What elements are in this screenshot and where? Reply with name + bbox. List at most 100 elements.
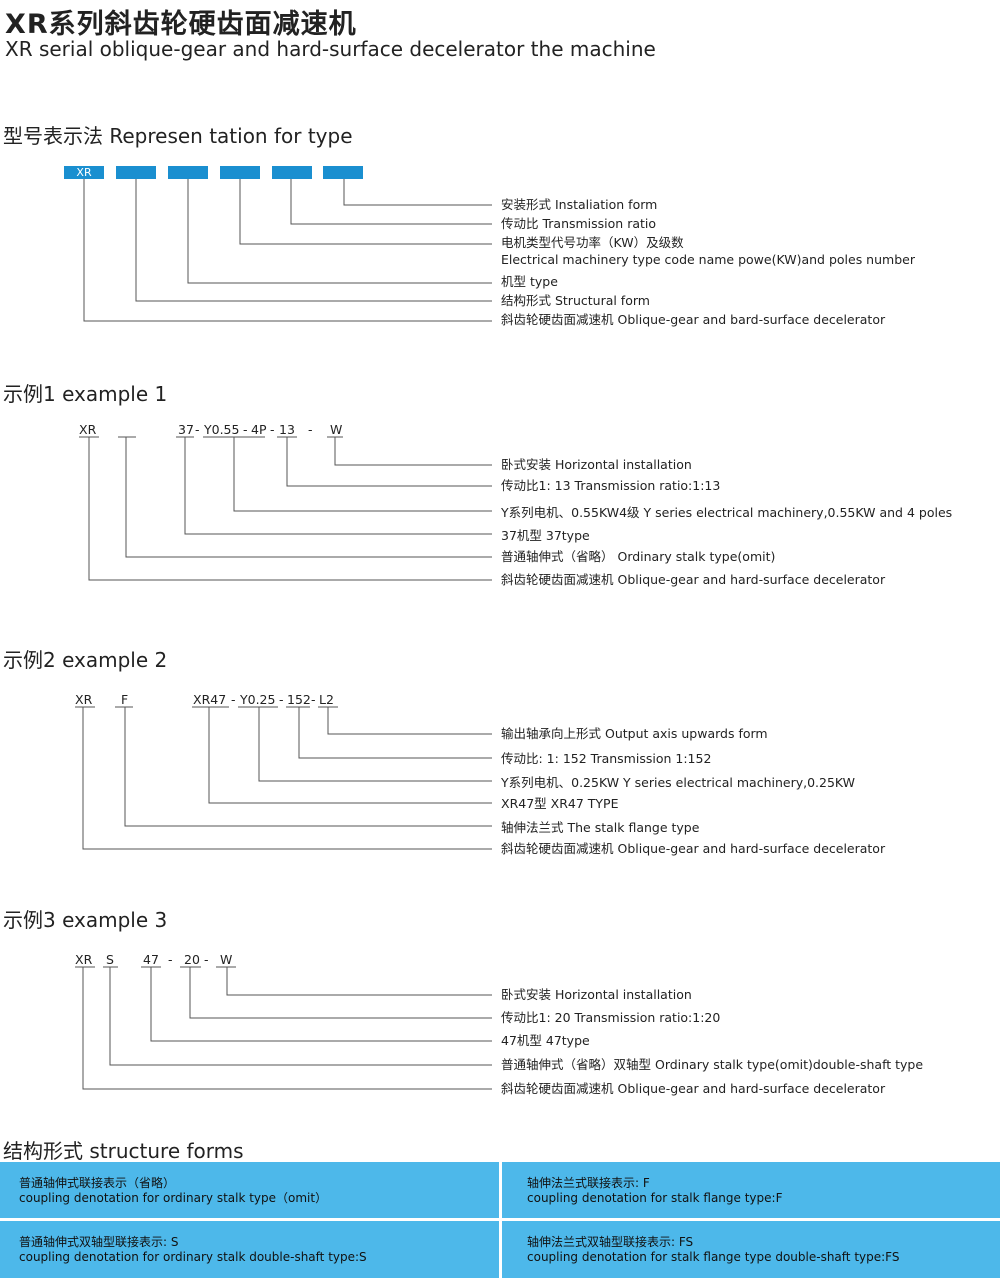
label-motor: Y系列电机、0.55KW4级 Y series electrical machi… [501,505,953,520]
code-xr: XR [75,692,93,707]
label-stalk: 普通轴伸式（省略） Ordinary stalk type(omit) [501,549,776,564]
leader-line [327,707,492,735]
leader-line [233,437,492,512]
leader-line [124,707,492,827]
cell-cn: 轴伸法兰式联接表示: F [527,1176,650,1190]
example1-diagram: XR 37 - Y0.55 - 4P - 13 - W 卧式安装 Horizon… [0,420,1000,590]
cell-cn: 普通轴伸式联接表示（省略） [19,1176,176,1190]
code-ratio: 20 [184,952,200,967]
code-shaft: S [106,952,114,967]
code-box-1 [64,166,104,179]
label-type: 机型 type [501,274,558,289]
leader-line [125,437,492,558]
example2-diagram: XR F XR47 - Y0.25 - 152 - L2 输出轴承向上形式 Ou… [0,690,1000,860]
label-decelerator: 斜齿轮硬齿面减速机 Oblique-gear and hard-surface … [501,572,886,587]
code-dash: - [243,422,248,437]
code-dash: - [204,952,209,967]
label-mount: 卧式安装 Horizontal installation [501,987,692,1002]
code-box-4 [220,166,260,179]
leader-line [82,967,492,1090]
leader-line [226,967,492,996]
page-subtitle: XR serial oblique-gear and hard-surface … [5,37,656,61]
leader-line [150,967,492,1042]
example3-title: 示例3 example 3 [3,908,168,932]
type-diagram-lines [64,166,492,322]
example3-diagram: XR S 47 - 20 - W 卧式安装 Horizontal install… [0,950,1000,1100]
structure-cell-ordinary-double: 普通轴伸式双轴型联接表示: S coupling denotation for … [0,1221,499,1278]
structure-forms-title: 结构形式 structure forms [3,1139,244,1163]
structure-cell-flange: 轴伸法兰式联接表示: F coupling denotation for sta… [502,1162,1000,1218]
code-model: XR47 [193,692,227,707]
cell-cn: 普通轴伸式双轴型联接表示: S [19,1235,179,1249]
label-structural-form: 结构形式 Structural form [501,293,650,308]
leader-line [187,179,492,284]
code-poles: 4P [251,422,267,437]
page-title: XR系列斜齿轮硬齿面减速机 [5,9,357,40]
label-model: 37机型 37type [501,528,590,543]
leader-line [258,707,492,782]
cell-en: coupling denotation for stalk flange typ… [527,1250,900,1264]
leader-line [109,967,492,1066]
leader-line [343,179,492,206]
label-transmission-ratio: 传动比 Transmission ratio [501,216,657,231]
code-motor: Y0.25 [240,692,276,707]
label-decelerator: 斜齿轮硬齿面减速机 Oblique-gear and bard-surface … [501,312,886,327]
label-ratio: 传动比1: 13 Transmission ratio:1:13 [501,478,721,493]
code-dash: - [308,422,313,437]
example2-lines [75,706,492,850]
label-motor-type: 电机类型代号功率（KW）及级数 [501,235,684,250]
leader-line [290,179,492,225]
code-dash: - [270,422,275,437]
structure-cell-ordinary: 普通轴伸式联接表示（省略） coupling denotation for or… [0,1162,499,1218]
code-dash: - [195,422,200,437]
label-mount: 卧式安装 Horizontal installation [501,457,692,472]
code-model: 47 [143,952,159,967]
code-xr: XR [75,952,93,967]
leader-line [334,437,492,466]
label-double-shaft: 普通轴伸式（省略）双轴型 Ordinary stalk type(omit)do… [501,1057,924,1072]
code-ratio: 13 [279,422,295,437]
label-motor-type-en: Electrical machinery type code name powe… [501,252,915,267]
code-xr: XR [79,422,97,437]
example2-title: 示例2 example 2 [3,648,168,672]
example1-title: 示例1 example 1 [3,382,168,406]
code-motor: Y0.55 [204,422,240,437]
label-decelerator: 斜齿轮硬齿面减速机 Oblique-gear and hard-surface … [501,1081,886,1096]
cell-cn: 轴伸法兰式双轴型联接表示: FS [527,1235,694,1249]
structure-cell-flange-double: 轴伸法兰式双轴型联接表示: FS coupling denotation for… [502,1221,1000,1278]
leader-line [208,707,492,804]
cell-en: coupling denotation for ordinary stalk d… [19,1250,367,1264]
leader-line [286,437,492,487]
code-box-6 [323,166,363,179]
code-dash: - [231,692,236,707]
cell-en: coupling denotation for stalk flange typ… [527,1191,783,1205]
code-dash: - [279,692,284,707]
code-mount: L2 [319,692,334,707]
type-section-title: 型号表示法 Represen tation for type [3,124,353,148]
leader-line [135,179,492,302]
cell-en: coupling denotation for ordinary stalk t… [19,1191,328,1205]
label-ratio: 传动比: 1: 152 Transmission 1:152 [501,751,712,766]
leader-line [88,437,492,581]
example1-lines [79,436,492,581]
label-ratio: 传动比1: 20 Transmission ratio:1:20 [501,1010,721,1025]
code-model: 37 [178,422,194,437]
leader-line [239,179,492,245]
example3-lines [75,966,492,1090]
code-ratio: 152 [287,692,311,707]
structure-forms-table: 普通轴伸式联接表示（省略） coupling denotation for or… [0,1162,1000,1278]
code-mount: W [330,422,343,437]
leader-line [83,179,492,322]
leader-line [184,437,492,535]
label-flange: 轴伸法兰式 The stalk flange type [501,820,700,835]
label-motor: Y系列电机、0.25KW Y series electrical machine… [501,775,856,790]
code-box-label: XR [76,166,92,179]
code-dash: - [311,692,316,707]
leader-line [82,707,492,850]
label-install-form: 安装形式 Instaliation form [501,197,658,212]
type-diagram: XR 安装形式 Instaliation form 传动比 Transmissi… [0,160,1000,330]
code-box-2 [116,166,156,179]
label-output-axis: 输出轴承向上形式 Output axis upwards form [501,726,768,741]
leader-line [189,967,492,1019]
code-dash: - [168,952,173,967]
